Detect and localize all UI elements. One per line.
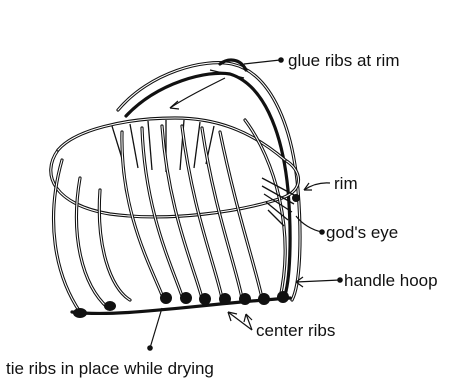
base-ties	[72, 291, 290, 318]
label-glue-ribs-at-rim: glue ribs at rim	[288, 51, 399, 70]
handle-hoop-shape	[118, 63, 300, 300]
leader-glue-ribs	[170, 57, 284, 109]
leader-handle-hoop	[296, 277, 343, 287]
label-center-ribs: center ribs	[256, 321, 335, 340]
label-tie-ribs: tie ribs in place while drying	[6, 359, 214, 378]
center-ribs-shape	[122, 126, 262, 298]
label-gods-eye: god's eye	[326, 223, 398, 242]
label-handle-hoop: handle hoop	[344, 271, 438, 290]
leader-center-ribs	[228, 312, 252, 330]
leader-tie-ribs	[147, 308, 162, 351]
label-rim: rim	[334, 174, 358, 193]
side-ribs-left	[54, 160, 130, 312]
leader-rim	[304, 183, 330, 190]
